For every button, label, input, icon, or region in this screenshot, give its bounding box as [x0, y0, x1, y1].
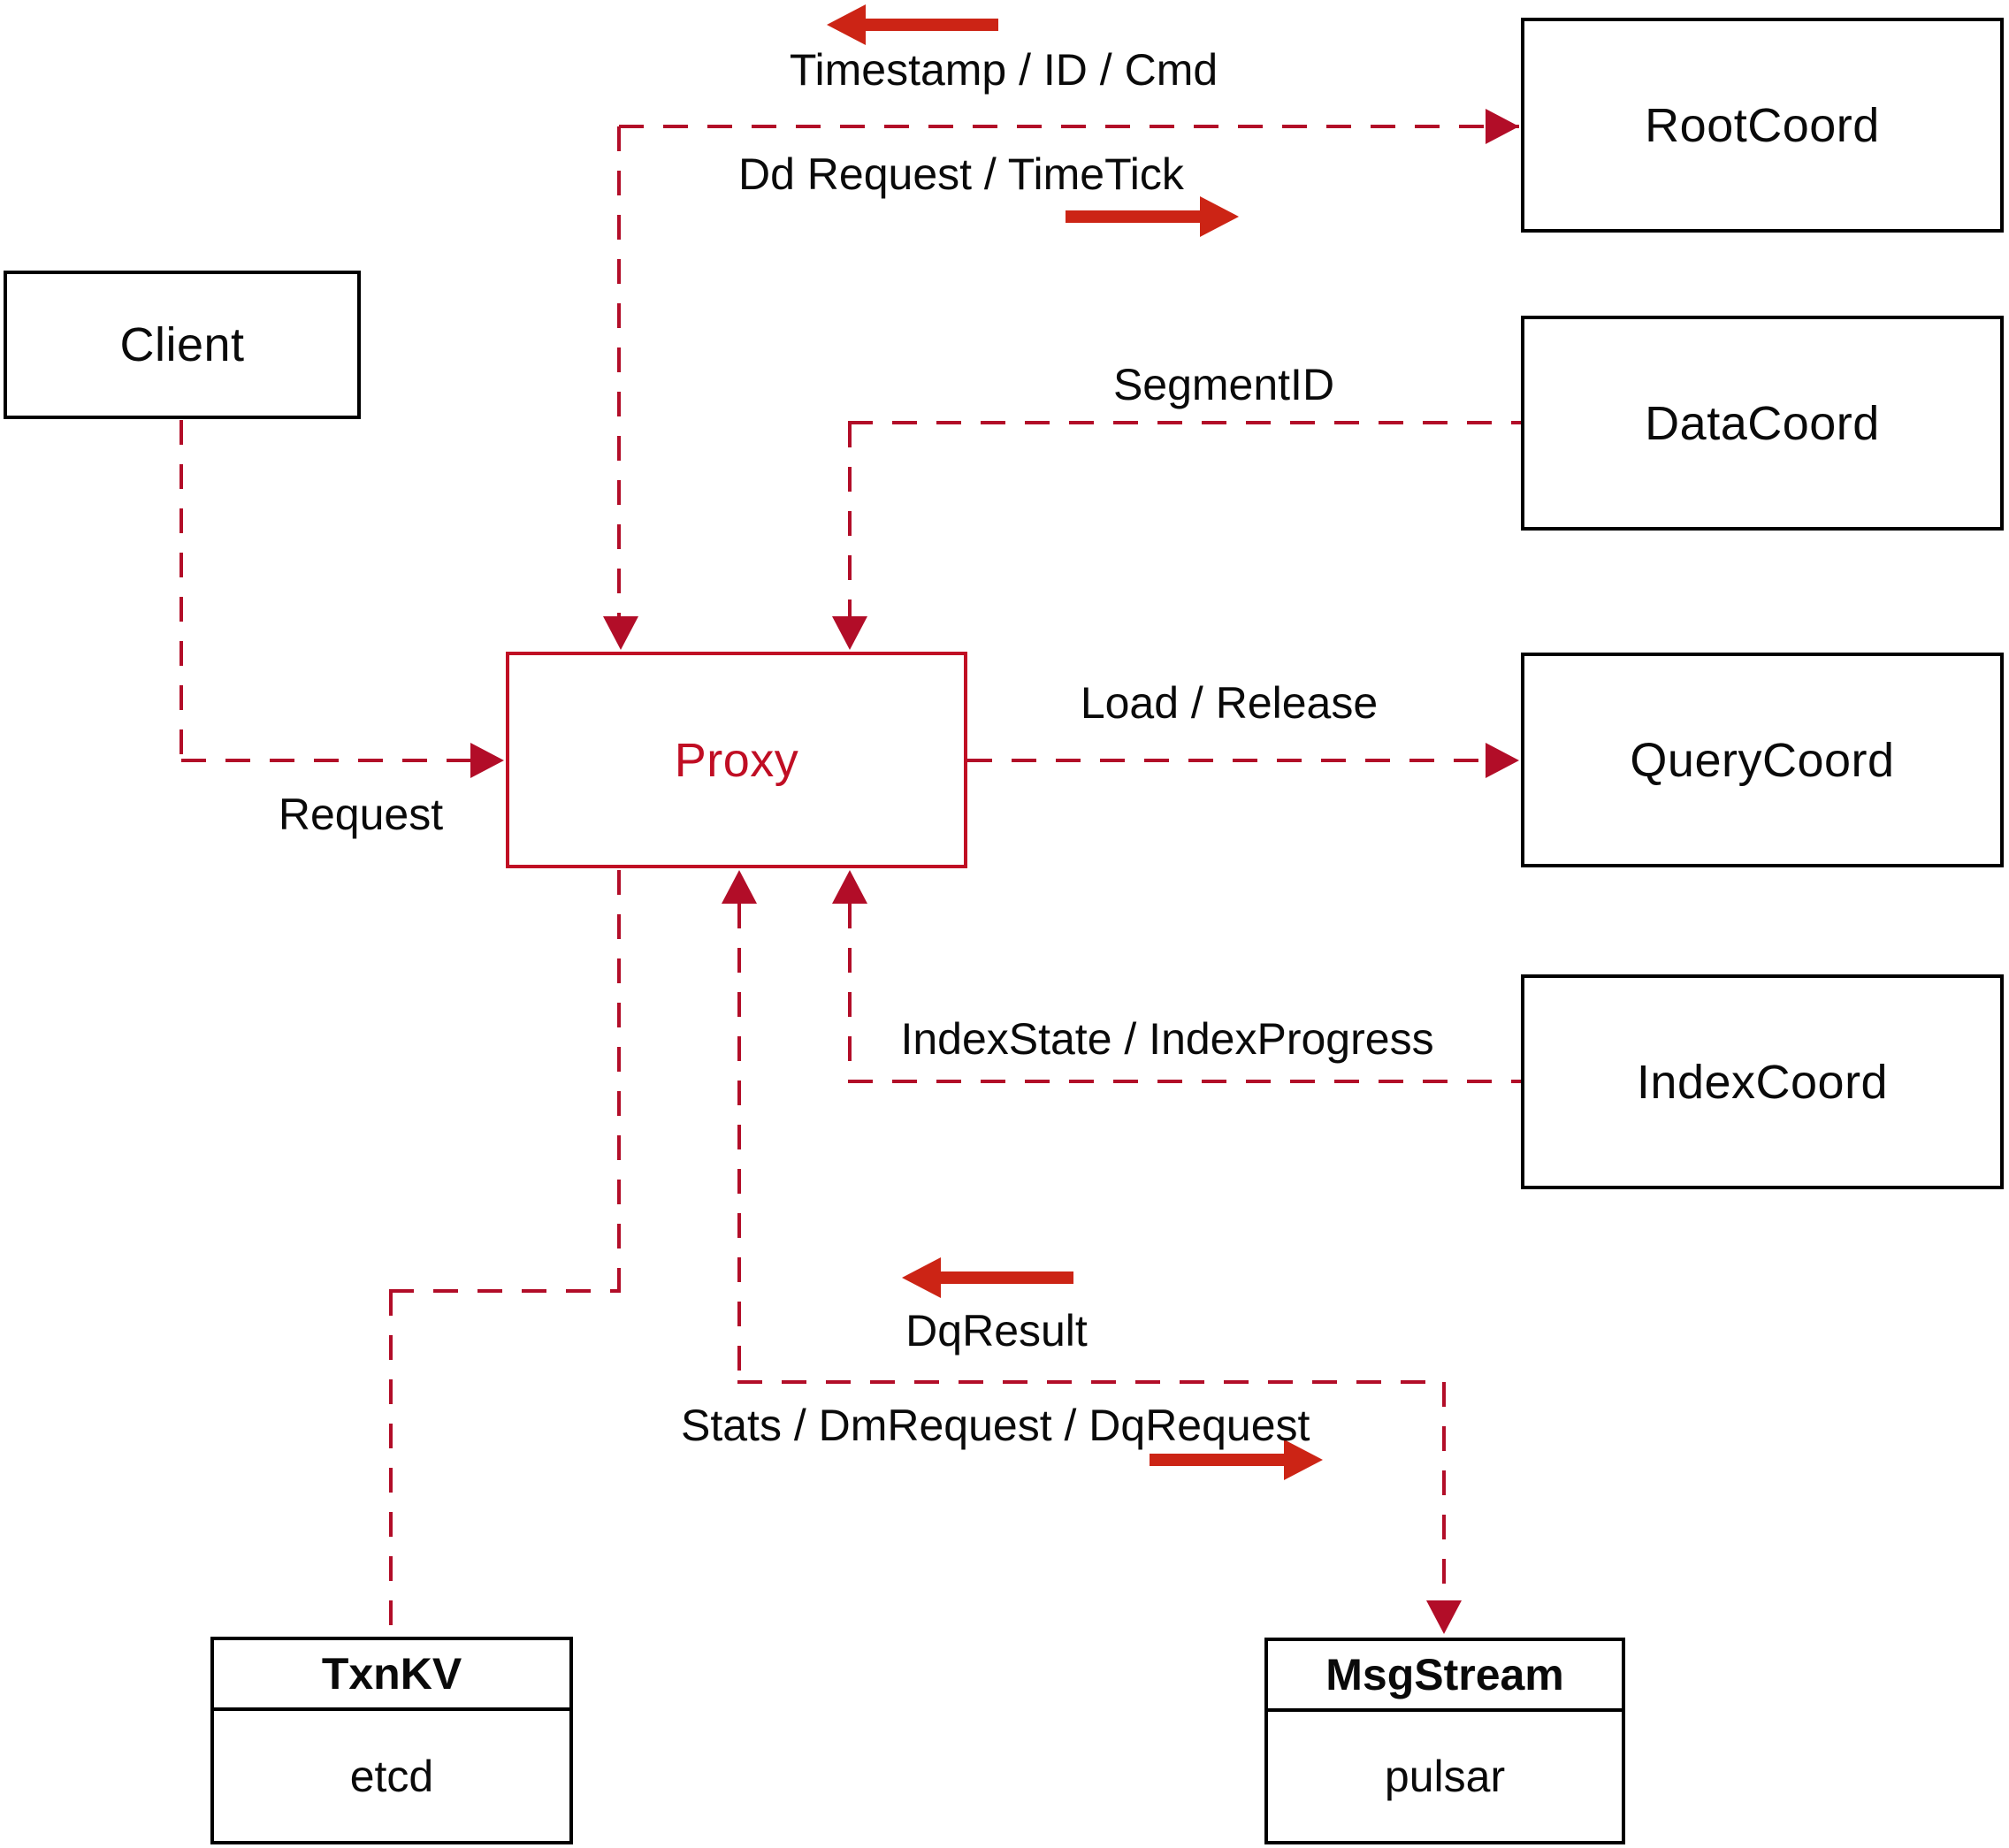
timestamp-return-direction-arrow-icon — [827, 4, 1000, 45]
node-client: Client — [4, 271, 361, 419]
edge-label-load-release: Load / Release — [1080, 678, 1379, 728]
edge-proxy-rootcoord-vertical — [617, 126, 621, 618]
arrow-head — [902, 1257, 941, 1298]
node-rootcoord: RootCoord — [1521, 18, 2004, 233]
dqresult-direction-arrow-icon — [902, 1257, 1075, 1298]
edge-label-dd-request-timetick: Dd Request / TimeTick — [738, 149, 1184, 199]
arrowhead-into-rootcoord-icon — [1486, 109, 1519, 144]
node-txnkv: TxnKV etcd — [210, 1637, 573, 1844]
node-txnkv-header: TxnKV — [214, 1640, 569, 1711]
node-datacoord-label: DataCoord — [1645, 396, 1880, 450]
edge-indexcoord-proxy-vertical — [848, 904, 852, 1081]
node-msgstream-impl: pulsar — [1384, 1752, 1506, 1801]
arrow-head — [1284, 1439, 1323, 1480]
edge-proxy-msgstream-vertical-lower — [1442, 1382, 1446, 1602]
edge-label-indexstate-indexprogress: IndexState / IndexProgress — [900, 1014, 1434, 1064]
node-proxy: Proxy — [506, 652, 967, 868]
edge-label-segmentid: SegmentID — [1112, 360, 1335, 409]
edge-proxy-querycoord-horizontal — [967, 759, 1487, 762]
edge-client-proxy-vertical — [180, 420, 183, 760]
edge-label-timestamp-id-cmd: Timestamp / ID / Cmd — [789, 45, 1218, 95]
arrow-head — [827, 4, 866, 45]
edge-datacoord-proxy-horizontal — [848, 421, 1521, 424]
edge-proxy-rootcoord-horizontal — [619, 125, 1519, 128]
arrowhead-into-proxy-top-right-icon — [832, 616, 867, 650]
edge-label-request: Request — [278, 790, 444, 839]
node-txnkv-title: TxnKV — [321, 1649, 462, 1699]
node-msgstream-body: pulsar — [1268, 1712, 1622, 1841]
arrowhead-into-msgstream-icon — [1426, 1600, 1462, 1634]
node-proxy-label: Proxy — [674, 733, 799, 787]
arrow-shaft — [1066, 210, 1200, 223]
arrowhead-into-proxy-left-icon — [470, 743, 504, 778]
node-indexcoord: IndexCoord — [1521, 974, 2004, 1189]
arrowhead-into-querycoord-icon — [1486, 743, 1519, 778]
edge-datacoord-proxy-vertical — [848, 423, 852, 618]
arrowhead-into-proxy-bottom-left-icon — [722, 870, 757, 904]
edge-client-proxy-horizontal — [181, 759, 472, 762]
arrow-shaft — [1150, 1454, 1284, 1466]
arrow-head — [1200, 196, 1239, 237]
node-msgstream-header: MsgStream — [1268, 1641, 1622, 1712]
arrow-shaft — [939, 1271, 1073, 1284]
arrowhead-into-proxy-bottom-right-icon — [832, 870, 867, 904]
edge-indexcoord-proxy-horizontal — [848, 1080, 1521, 1083]
node-txnkv-body: etcd — [214, 1711, 569, 1841]
node-msgstream-title: MsgStream — [1325, 1650, 1564, 1699]
node-querycoord: QueryCoord — [1521, 653, 2004, 867]
edge-proxy-txnkv-horizontal — [389, 1289, 621, 1293]
arrowhead-into-proxy-top-left-icon — [603, 616, 638, 650]
stats-direction-arrow-icon — [1150, 1439, 1323, 1480]
node-rootcoord-label: RootCoord — [1645, 98, 1880, 152]
edge-proxy-txnkv-vertical-lower — [389, 1291, 393, 1637]
node-txnkv-impl: etcd — [349, 1751, 434, 1801]
arrow-shaft — [864, 19, 998, 31]
edge-label-dqresult: DqResult — [905, 1306, 1088, 1355]
node-querycoord-label: QueryCoord — [1630, 733, 1895, 787]
edge-proxy-txnkv-vertical-upper — [617, 870, 621, 1291]
node-msgstream: MsgStream pulsar — [1264, 1638, 1625, 1844]
edge-label-stats-dmrequest-dqrequest: Stats / DmRequest / DqRequest — [681, 1401, 1310, 1450]
dd-request-direction-arrow-icon — [1066, 196, 1239, 237]
node-indexcoord-label: IndexCoord — [1636, 1055, 1889, 1109]
edge-proxy-msgstream-vertical-upper — [737, 904, 741, 1382]
edge-proxy-msgstream-horizontal — [737, 1380, 1444, 1384]
node-client-label: Client — [119, 318, 245, 371]
node-datacoord: DataCoord — [1521, 316, 2004, 531]
